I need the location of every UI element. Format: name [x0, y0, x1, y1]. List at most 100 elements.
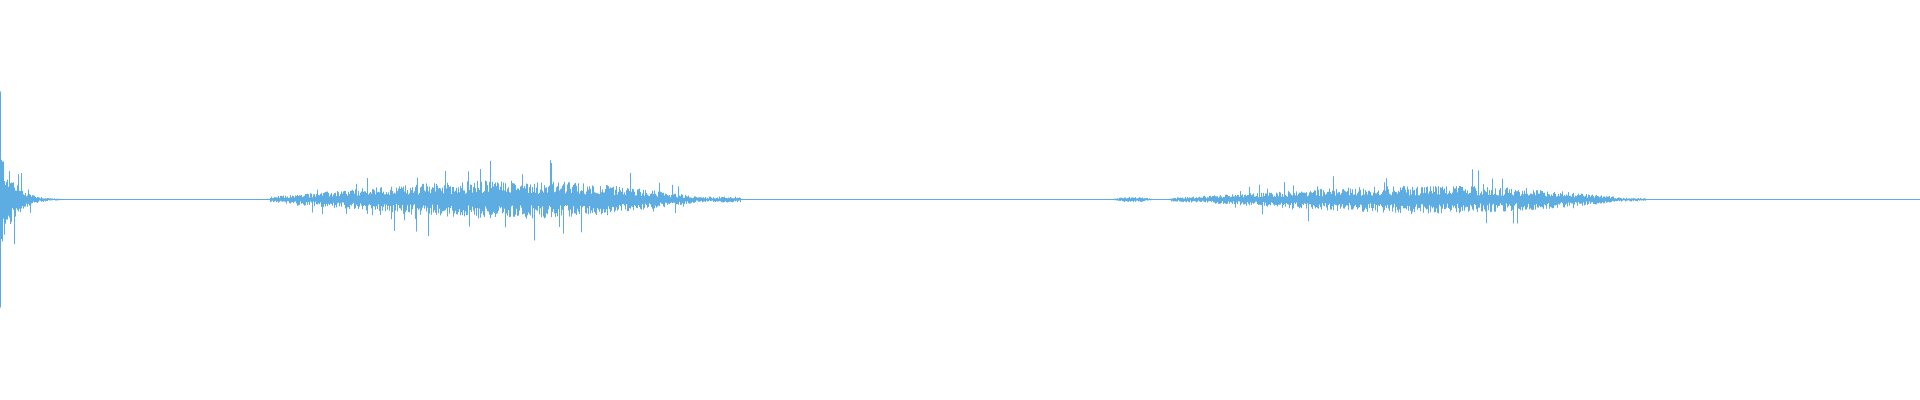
waveform-sample [486, 181, 487, 209]
waveform-sample [1218, 197, 1219, 204]
waveform-sample [54, 198, 55, 200]
waveform-sample [732, 198, 733, 203]
waveform-sample [598, 193, 599, 210]
waveform-sample [1583, 195, 1584, 203]
waveform-sample [726, 197, 727, 203]
waveform-sample [1364, 194, 1365, 211]
waveform-sample [1435, 186, 1436, 212]
waveform-sample [301, 194, 302, 204]
waveform-sample [501, 181, 502, 207]
waveform-sample [1186, 198, 1187, 203]
waveform-sample [1393, 186, 1394, 208]
waveform-sample [12, 182, 13, 209]
waveform-sample [1128, 197, 1129, 202]
waveform-sample [1336, 189, 1337, 206]
waveform-sample [671, 194, 672, 203]
waveform-sample [1324, 192, 1325, 207]
waveform-sample [1483, 184, 1484, 206]
waveform-sample [435, 191, 436, 213]
waveform-sample [26, 196, 27, 204]
waveform-sample [1342, 189, 1343, 205]
waveform-sample [1513, 195, 1514, 224]
waveform-sample [1438, 186, 1439, 214]
waveform-sample [425, 191, 426, 206]
waveform-sample [1536, 190, 1537, 205]
waveform-sample [442, 187, 443, 212]
waveform-sample [488, 191, 489, 212]
waveform-sample [1602, 197, 1603, 203]
waveform-sample [1309, 192, 1310, 205]
waveform-sample [469, 190, 470, 227]
waveform-sample [1537, 190, 1538, 208]
waveform-sample [1585, 195, 1586, 205]
waveform-sample [1487, 187, 1488, 206]
waveform-sample [560, 189, 561, 206]
waveform-sample [725, 197, 726, 202]
waveform-sample [1540, 189, 1541, 208]
waveform-sample [1556, 196, 1557, 205]
waveform-sample [1363, 188, 1364, 212]
waveform-sample [24, 195, 25, 207]
waveform-sample [383, 191, 384, 207]
waveform-sample [1297, 195, 1298, 207]
waveform-sample [696, 197, 697, 201]
waveform-sample [452, 186, 453, 211]
waveform-sample [35, 197, 36, 203]
waveform-sample [1335, 195, 1336, 205]
waveform-sample [1503, 195, 1504, 212]
waveform-sample [1428, 193, 1429, 214]
waveform-sample [572, 186, 573, 214]
waveform-sample [1597, 196, 1598, 204]
waveform-sample [1350, 188, 1351, 206]
waveform-sample [734, 198, 735, 201]
waveform-sample [7, 179, 8, 220]
waveform-sample [1235, 194, 1236, 208]
waveform-sample [502, 190, 503, 214]
waveform-sample [1392, 192, 1393, 212]
waveform-sample [1188, 198, 1189, 202]
waveform-sample [11, 182, 12, 222]
waveform-sample [562, 185, 563, 210]
waveform-sample [1474, 186, 1475, 205]
waveform-sample [1590, 196, 1591, 204]
waveform-sample [1249, 186, 1250, 206]
waveform-sample [43, 198, 44, 202]
waveform-sample [436, 183, 437, 215]
waveform-sample [384, 194, 385, 205]
waveform-sample [1114, 198, 1115, 201]
waveform-sample [1567, 195, 1568, 207]
waveform-sample [1223, 196, 1224, 204]
waveform-sample [735, 196, 736, 202]
waveform-sample [680, 196, 681, 205]
waveform-sample [649, 196, 650, 204]
waveform-sample [714, 198, 715, 202]
waveform-sample [52, 198, 53, 201]
waveform-sample [673, 194, 674, 203]
waveform-sample [1123, 198, 1124, 202]
waveform-sample [659, 182, 660, 207]
waveform-sample [1257, 193, 1258, 205]
waveform-sample [496, 186, 497, 214]
waveform-sample [1375, 193, 1376, 211]
waveform-sample [1362, 194, 1363, 212]
waveform-sample [1546, 196, 1547, 209]
waveform-sample [1193, 196, 1194, 202]
waveform-sample [31, 196, 32, 204]
waveform-sample [566, 191, 567, 206]
waveform-sample [443, 193, 444, 211]
waveform-sample [1530, 193, 1531, 209]
waveform-sample [1275, 196, 1276, 205]
waveform-sample [351, 190, 352, 206]
waveform-sample [715, 198, 716, 202]
waveform-sample [387, 194, 388, 210]
waveform-sample [1212, 196, 1213, 201]
waveform-sample [1262, 196, 1263, 215]
waveform-sample [1450, 193, 1451, 212]
waveform-sample [603, 192, 604, 210]
waveform-sample [1593, 196, 1594, 205]
waveform-sample [1119, 197, 1120, 201]
waveform-sample [300, 195, 301, 202]
waveform-sample [1399, 192, 1400, 210]
waveform-sample [1478, 170, 1479, 208]
